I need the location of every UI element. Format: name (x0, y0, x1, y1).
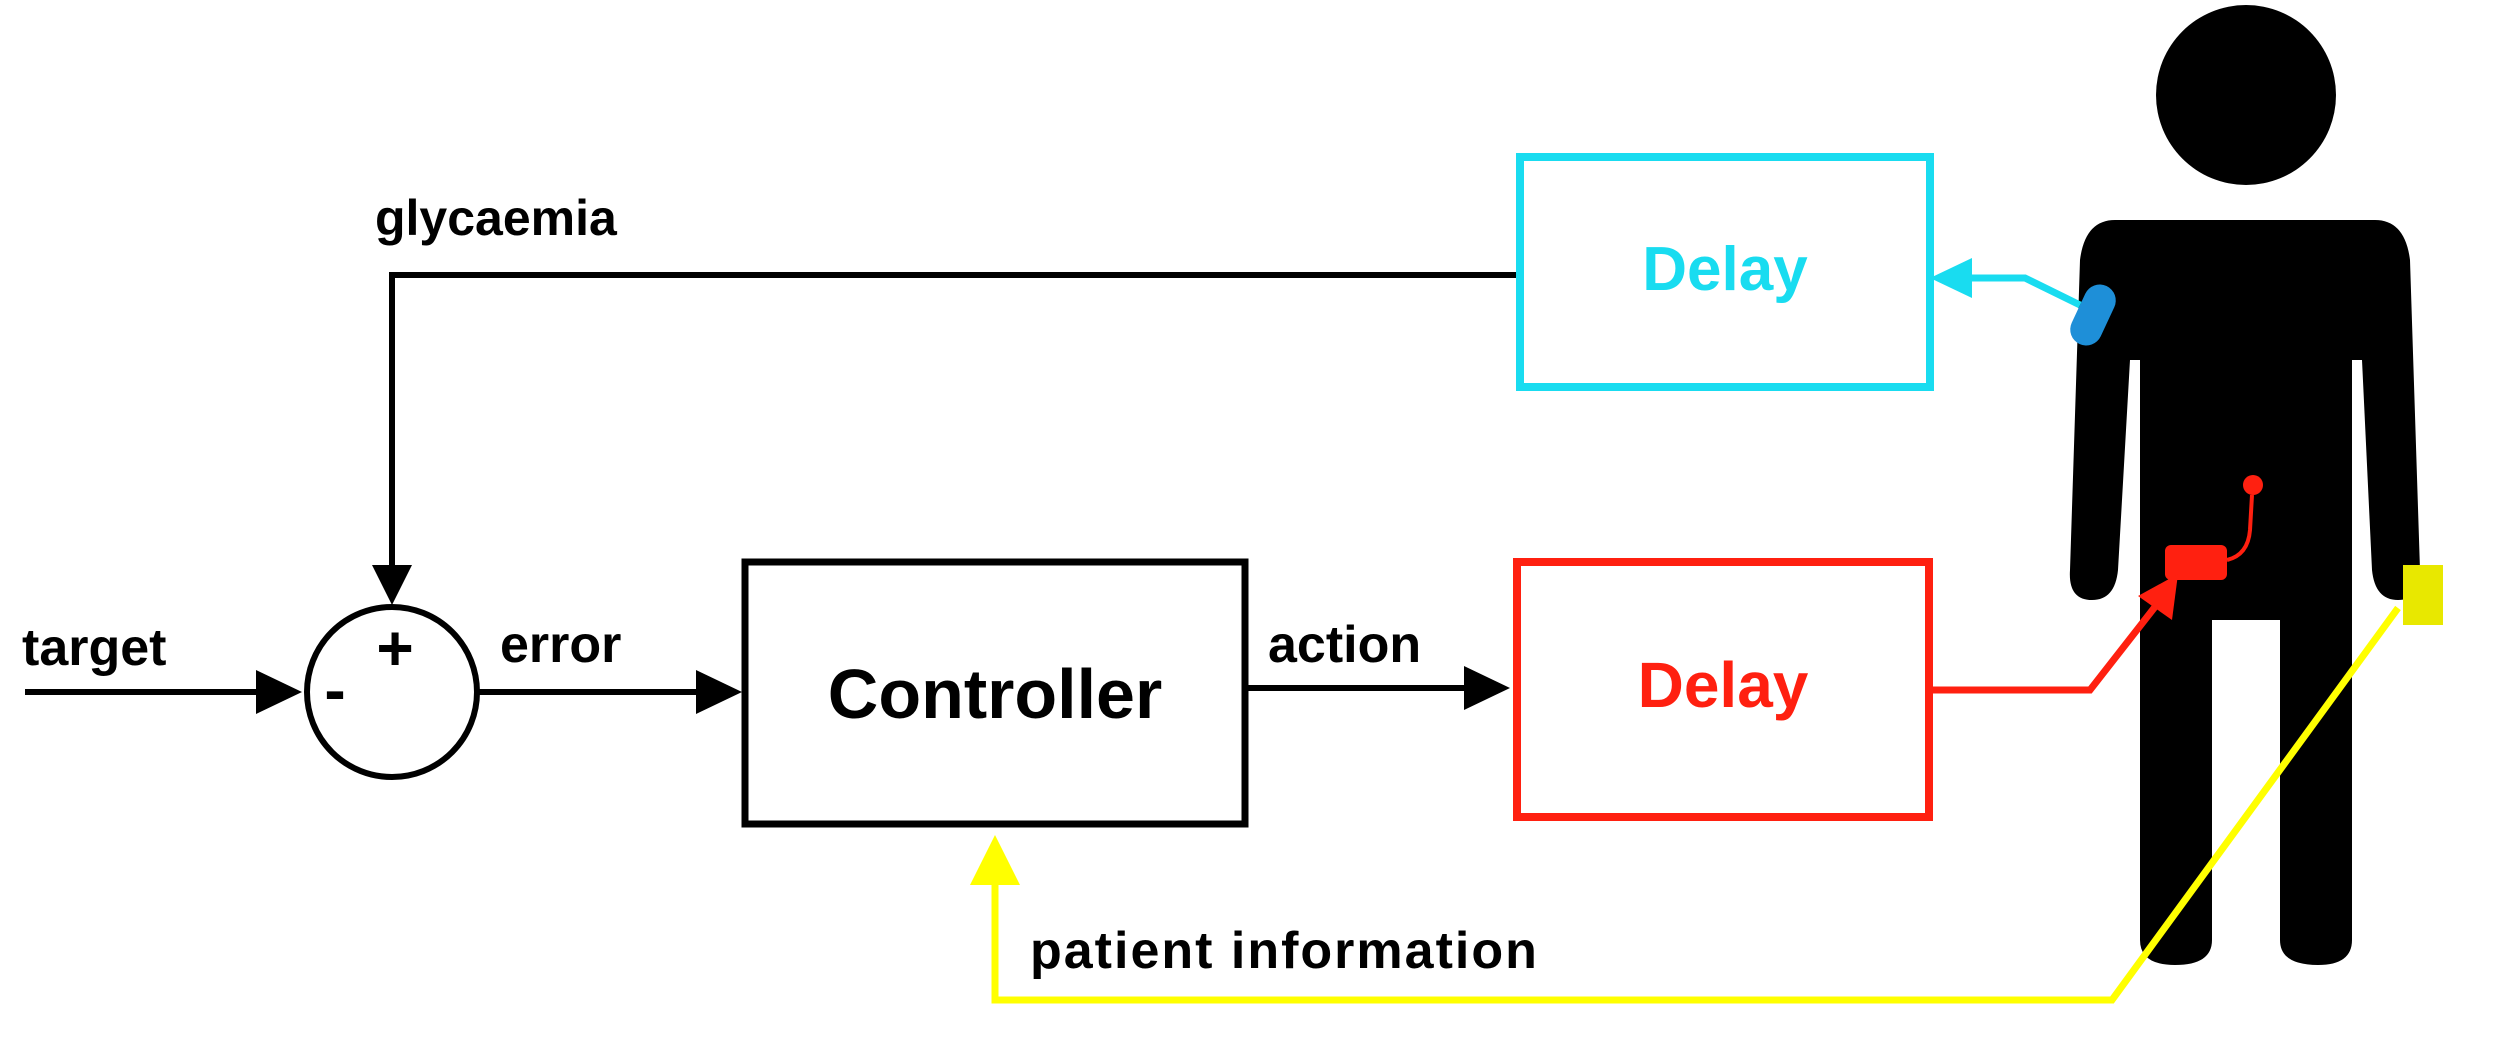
error-label: error (500, 616, 621, 674)
delay-to-pump-arrow (1932, 574, 2178, 694)
pump-delay-block (1513, 558, 1933, 821)
sum-plus-sign: + (376, 612, 413, 684)
patient-information-arrow (970, 605, 2401, 1004)
glycaemia-label: glycaemia (375, 190, 618, 246)
target-input-arrow (25, 670, 302, 714)
insulin-pump-icon (2165, 475, 2263, 580)
patient-information-label: patient information (1030, 922, 1539, 980)
action-label: action (1268, 616, 1421, 674)
sensor-delay-block (1516, 153, 1934, 391)
pump-delay-label: Delay (1638, 649, 1809, 721)
controller-label: Controller (828, 655, 1162, 733)
wristband-icon (2403, 565, 2443, 625)
sensor-delay-label: Delay (1642, 235, 1808, 304)
action-arrow (1248, 666, 1510, 710)
person-silhouette-icon (2069, 5, 2421, 965)
glucose-sensor-icon (2070, 284, 2116, 346)
glycaemia-feedback-arrow (372, 272, 1516, 605)
error-arrow (477, 670, 742, 714)
target-label: target (22, 619, 166, 677)
sensor-to-delay-arrow (1930, 258, 2082, 309)
controller-block (741, 558, 1249, 828)
sum-minus-sign: - (324, 654, 345, 726)
